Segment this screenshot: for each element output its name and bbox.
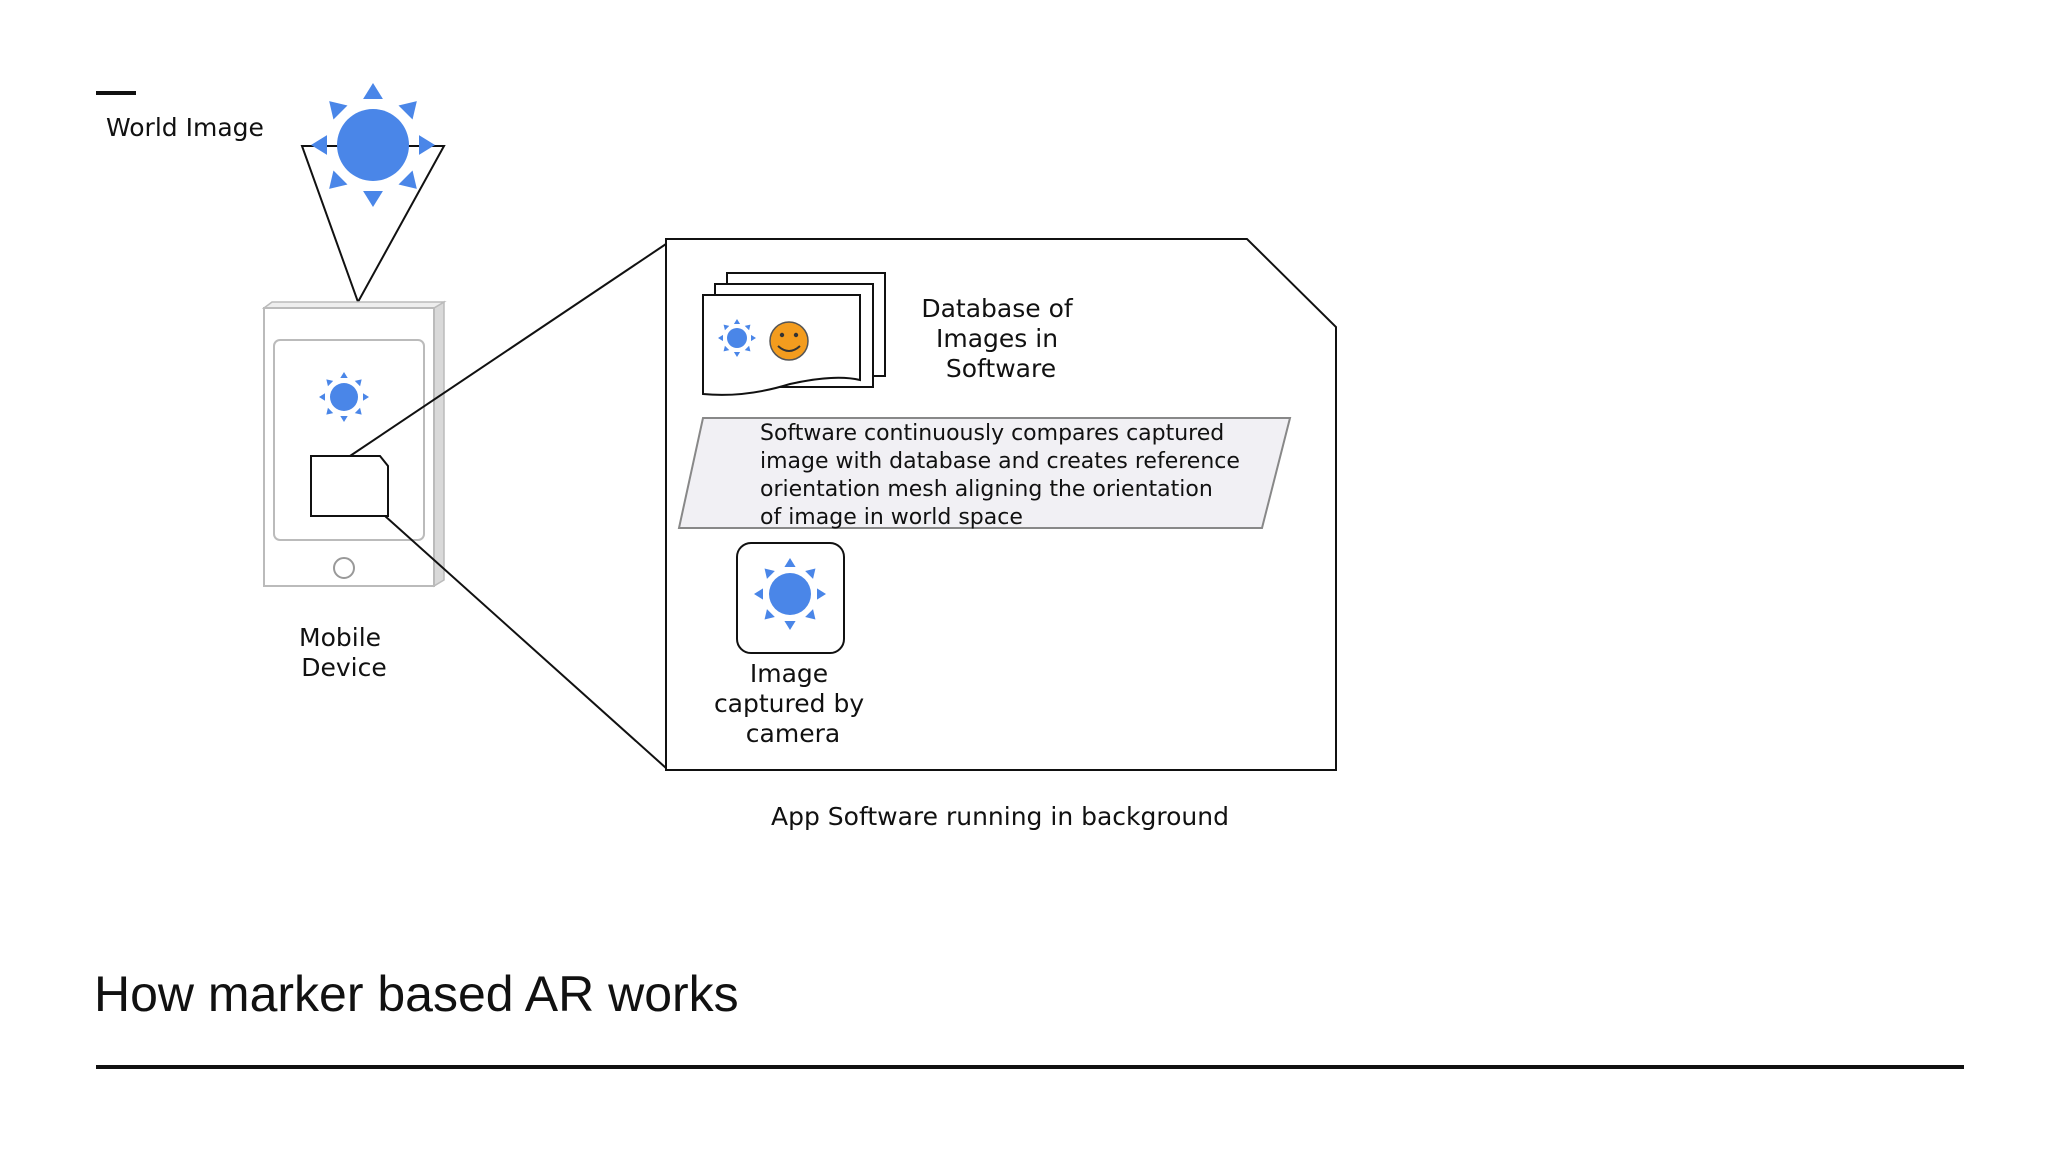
zoom-line-top bbox=[349, 243, 667, 457]
captured-image-label: Image captured by camera bbox=[714, 659, 872, 748]
device-side bbox=[433, 300, 445, 588]
mobile-device bbox=[261, 300, 447, 588]
page-title: How marker based AR works bbox=[94, 966, 739, 1022]
process-step-text: Software continuously compares captured … bbox=[760, 421, 1247, 530]
sun-icon bbox=[718, 319, 756, 357]
database-label: Database of Images in Software bbox=[921, 294, 1080, 383]
app-software-caption: App Software running in background bbox=[771, 802, 1229, 831]
title-underline bbox=[96, 1065, 1964, 1069]
app-window-icon bbox=[310, 455, 389, 517]
sun-icon bbox=[754, 558, 826, 630]
image-database-stack bbox=[702, 272, 886, 396]
home-button bbox=[333, 557, 355, 579]
smiley-icon bbox=[769, 321, 809, 361]
zoom-line-bottom bbox=[384, 515, 667, 769]
sun-icon bbox=[311, 83, 435, 207]
process-step-box bbox=[677, 417, 1292, 529]
mobile-device-label: Mobile Device bbox=[299, 623, 389, 682]
accent-bar bbox=[96, 91, 136, 95]
sun-icon bbox=[319, 372, 369, 422]
world-image-label: World Image bbox=[106, 113, 264, 142]
